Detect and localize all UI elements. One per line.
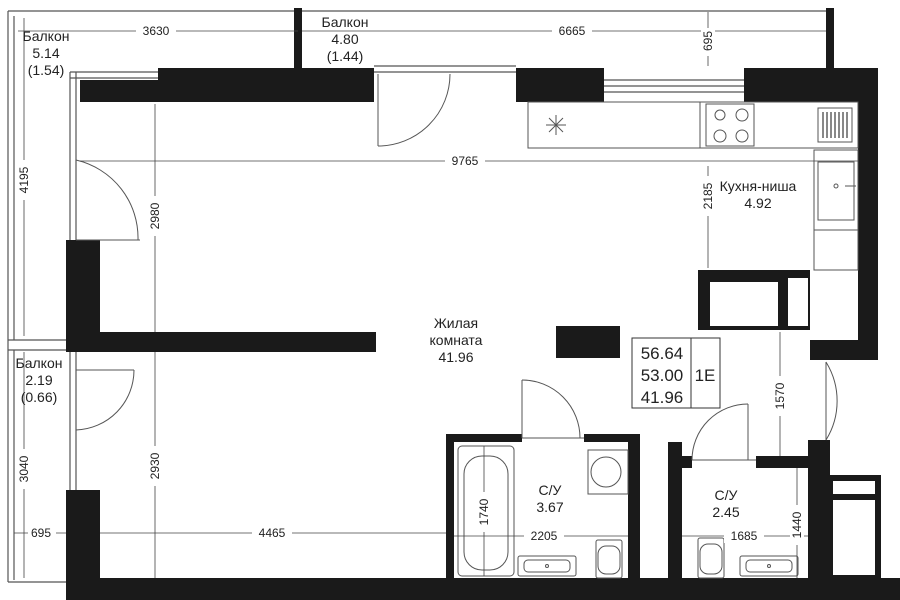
dim-2185: 2185 [701,182,715,209]
balcony2-reduced: (1.44) [327,48,364,64]
balcony1-area: 5.14 [32,45,59,61]
bathroom-fixtures [457,445,799,579]
dim-695-top: 695 [701,31,715,51]
room-labels: Жилая комната 41.96 Кухня-ниша 4.92 С/У … [16,14,797,520]
balcony2-area: 4.80 [331,31,358,47]
dim-1685: 1685 [731,529,758,543]
living-room-area: 41.96 [438,349,473,365]
kitchen-label: Кухня-ниша [720,178,797,194]
balcony3-label: Балкон [16,355,63,371]
dim-9765: 9765 [452,154,479,168]
bath1-label: С/У [539,482,562,498]
summary-total: 56.64 [641,344,684,363]
bath1-area: 3.67 [536,499,563,515]
summary-box: 56.64 53.00 41.96 1E [631,337,721,409]
balcony3-area: 2.19 [25,372,52,388]
kitchen-counter [527,101,859,271]
doors [75,73,838,461]
dim-3630: 3630 [143,24,170,38]
kitchen-area: 4.92 [744,195,771,211]
dim-2980: 2980 [148,202,162,229]
dim-1440: 1440 [790,511,804,538]
dim-695-left: 695 [31,526,51,540]
bath2-label: С/У [715,487,738,503]
dim-4465: 4465 [259,526,286,540]
right-cabinet [827,475,881,581]
summary-type: 1E [695,366,716,385]
summary-without-balcony: 53.00 [641,366,684,385]
living-room-label-line1: Жилая [434,315,478,331]
walls [66,8,900,600]
dim-2930: 2930 [148,452,162,479]
dim-1570: 1570 [773,382,787,409]
dimension-labels: 3630 6665 695 9765 4195 2980 2185 1570 3… [17,24,804,545]
dim-2205: 2205 [531,529,558,543]
bath2-area: 2.45 [712,504,739,520]
summary-living: 41.96 [641,388,684,407]
dim-3040: 3040 [17,455,31,482]
balcony-outlines [7,10,832,583]
dim-1740: 1740 [477,498,491,525]
dim-6665: 6665 [559,24,586,38]
balcony2-label: Балкон [322,14,369,30]
dim-4195: 4195 [17,166,31,193]
living-room-label-line2: комната [430,332,483,348]
balcony1-reduced: (1.54) [28,62,65,78]
balcony3-reduced: (0.66) [21,389,58,405]
balcony1-label: Балкон [23,28,70,44]
kitchen-block-cutouts [710,278,808,326]
